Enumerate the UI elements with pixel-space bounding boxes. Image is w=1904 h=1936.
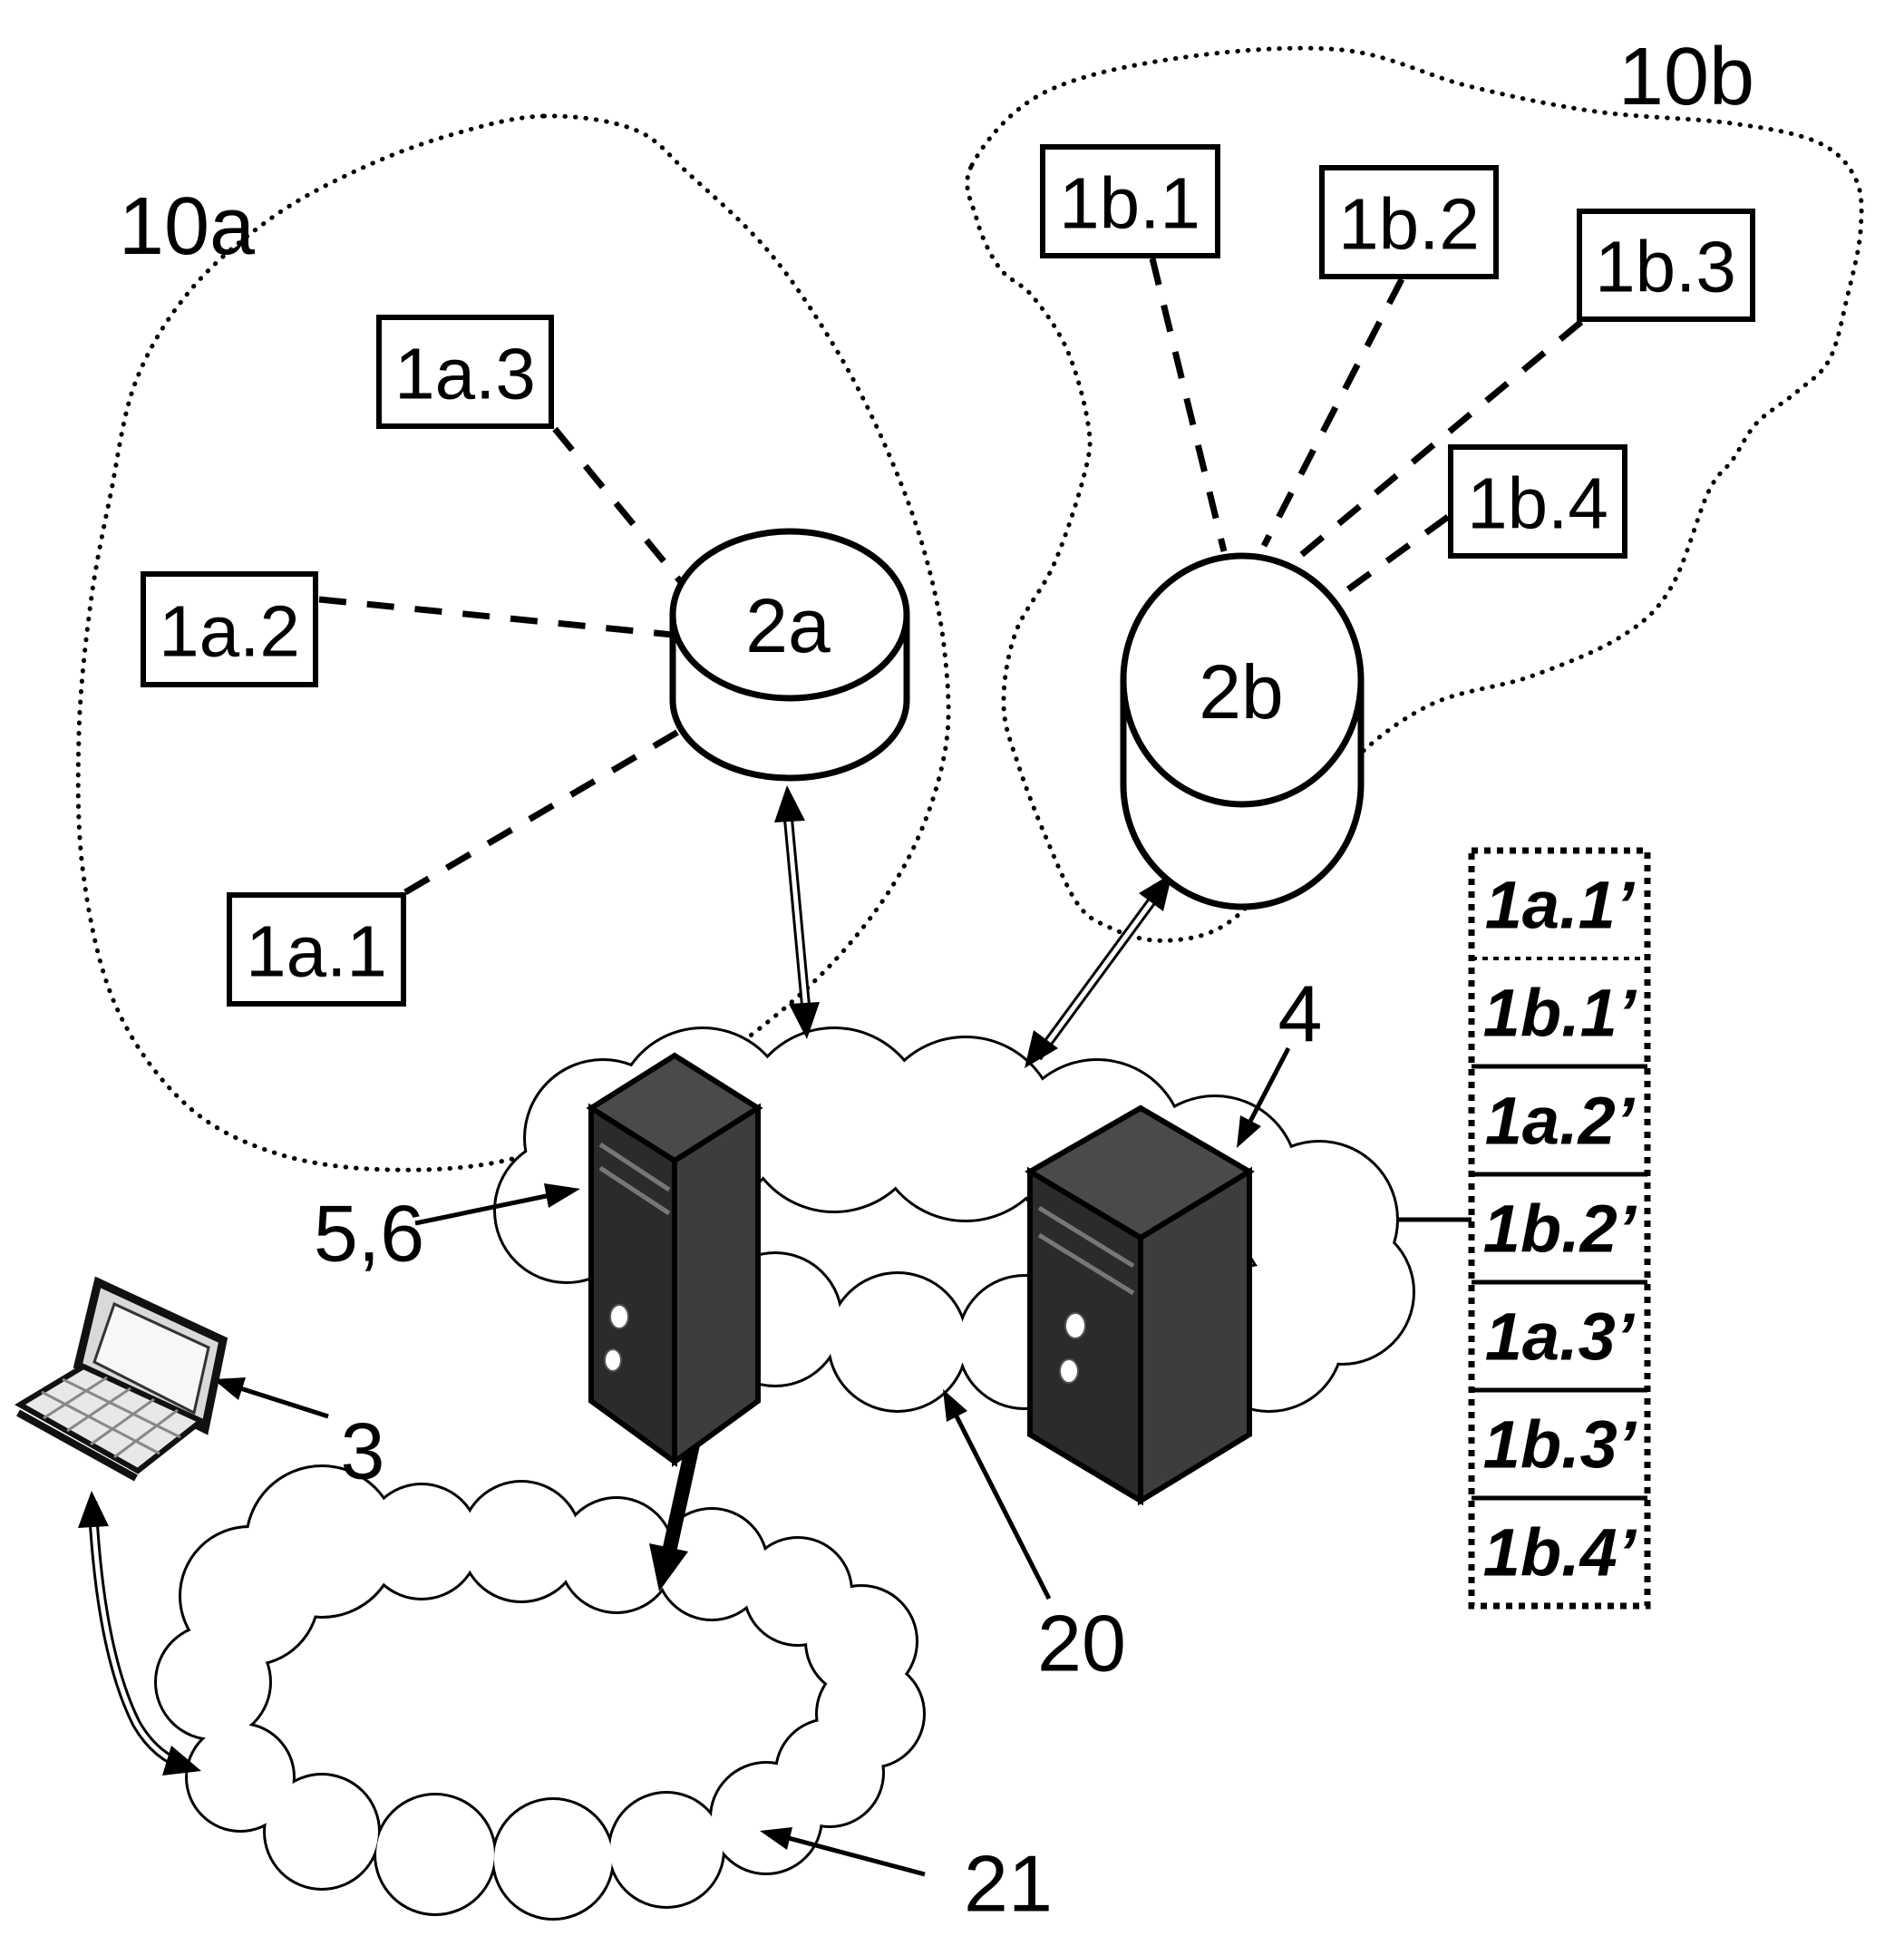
server-led-icon	[609, 1304, 629, 1329]
link-1b4-2b	[1323, 514, 1451, 608]
laptop-screen-panel	[92, 1301, 210, 1416]
pointer-20	[950, 1407, 1052, 1600]
arrowhead-icon	[213, 1377, 246, 1400]
label-3: 3	[341, 1406, 385, 1496]
device-box-1b1: 1b.1	[1040, 144, 1220, 258]
table-cell: 1a.2’	[1485, 1084, 1636, 1159]
cloud-bump	[376, 1795, 494, 1913]
cloud-bump	[188, 1725, 293, 1830]
device-box-1b3: 1b.3	[1577, 209, 1755, 322]
arrow-2b-cloud20	[1025, 873, 1172, 1068]
server-led-icon	[604, 1348, 622, 1372]
device-box-label: 1b.1	[1059, 163, 1200, 244]
server-front-face	[588, 1103, 677, 1467]
device-box-1a3: 1a.3	[376, 315, 554, 429]
record-table-border	[1468, 847, 1651, 1610]
device-box-1b2: 1b.2	[1319, 165, 1499, 279]
pointer-4	[1241, 1046, 1291, 1135]
record-table: 1a.1’ 1b.1’ 1a.2’ 1b.2’ 1a.3’ 1b.3’ 1b.4…	[1251, 847, 1651, 1610]
link-1a2-2a	[318, 596, 674, 638]
server-5-6	[586, 1052, 763, 1467]
server-side-face	[1138, 1166, 1252, 1506]
table-cell: 1a.1’	[1485, 868, 1636, 943]
link-1a1-2a	[403, 722, 691, 896]
server-led-icon	[1059, 1358, 1079, 1384]
database-2a-label: 2a	[745, 583, 831, 668]
arrow-2a-cloud20	[774, 785, 820, 1039]
arrowhead-icon	[1025, 1030, 1058, 1068]
arrowhead-icon	[943, 1389, 967, 1422]
device-box-label: 1b.4	[1467, 463, 1608, 544]
dashed-links	[318, 258, 1584, 896]
device-box-1a1: 1a.1	[227, 892, 406, 1007]
link-1b1-2b	[1149, 258, 1228, 552]
label-10b: 10b	[1618, 32, 1754, 122]
table-cell: 1b.4’	[1483, 1515, 1637, 1591]
database-2b-label: 2b	[1199, 649, 1283, 735]
arrowhead-icon	[649, 1543, 688, 1591]
device-box-label: 1b.2	[1338, 184, 1480, 265]
arrow-laptop-cloud21	[78, 1491, 201, 1775]
table-cell: 1b.3’	[1483, 1407, 1637, 1483]
laptop-3	[15, 1276, 228, 1482]
link-1a3-2a	[552, 426, 688, 590]
device-box-label: 1a.3	[394, 334, 536, 414]
label-20: 20	[1037, 1599, 1126, 1688]
label-4: 4	[1278, 969, 1323, 1059]
arrowhead-icon	[162, 1746, 201, 1775]
pointer-5-6	[414, 1192, 556, 1226]
cloud-bump	[875, 1038, 1056, 1220]
pointer-3	[237, 1385, 329, 1419]
cylinder-top	[1120, 552, 1365, 808]
arrowhead-icon	[544, 1183, 580, 1208]
cloud-bump	[743, 1029, 925, 1211]
cloud-bump	[712, 1764, 821, 1873]
database-2a: 2a	[669, 528, 910, 782]
cylinder-top	[669, 528, 910, 702]
server-4	[1025, 1104, 1255, 1506]
pointer-21	[784, 1834, 926, 1877]
cloud-bump	[610, 1794, 723, 1906]
cloud-bump	[494, 1800, 612, 1918]
cloud-bump	[560, 1499, 673, 1611]
cloud-21-access	[154, 1464, 926, 1921]
device-box-label: 1a.2	[159, 591, 300, 672]
arrowhead-icon	[789, 1002, 820, 1039]
cloud-bump	[266, 1775, 378, 1888]
server-side-face	[672, 1103, 761, 1467]
label-5-6: 5,6	[314, 1189, 424, 1279]
device-box-1b4: 1b.4	[1448, 444, 1627, 559]
table-cell: 1b.2’	[1483, 1192, 1637, 1267]
arrowhead-icon	[78, 1491, 109, 1528]
arrowhead-icon	[1139, 873, 1172, 911]
label-10a: 10a	[119, 181, 256, 272]
arrowhead-icon	[774, 785, 805, 822]
cloud-bump	[248, 1467, 396, 1616]
device-box-label: 1b.3	[1595, 227, 1736, 307]
device-box-label: 1a.1	[246, 911, 387, 992]
region-10a-boundary	[75, 113, 951, 1172]
cloud-bump	[657, 1510, 766, 1619]
database-2b: 2b	[1120, 552, 1365, 910]
table-cell: 1a.3’	[1485, 1299, 1636, 1375]
label-21: 21	[964, 1839, 1053, 1929]
cloud-bump	[462, 1483, 580, 1600]
server-led-icon	[1064, 1312, 1086, 1339]
device-box-1a2: 1a.2	[141, 571, 318, 687]
arrowhead-icon	[1237, 1115, 1261, 1148]
cloud-bump	[365, 1485, 478, 1598]
link-1b2-2b	[1260, 277, 1405, 548]
table-cell: 1b.1’	[1483, 976, 1637, 1051]
pointer-arrows	[213, 1046, 1291, 1877]
cloud-bump	[830, 1274, 966, 1410]
laptop-base	[15, 1363, 207, 1474]
link-1b3-2b	[1292, 319, 1584, 563]
arrowhead-icon	[760, 1827, 792, 1850]
